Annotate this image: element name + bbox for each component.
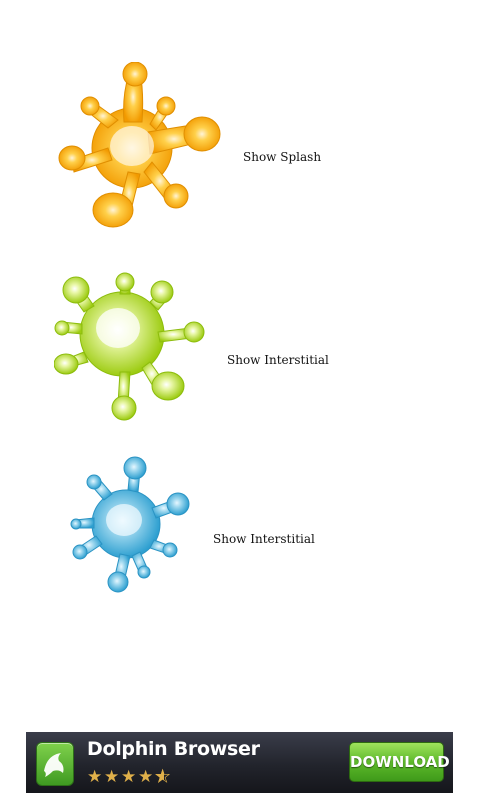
rating-stars: ★★★★★: [87, 767, 173, 787]
dolphin-app-icon: [36, 742, 74, 786]
green-splat-icon[interactable]: [54, 272, 208, 424]
blue-splat-icon[interactable]: [70, 456, 194, 598]
show-interstitial-button-2[interactable]: Show Interstitial: [213, 532, 315, 546]
half-star-icon: ★: [155, 768, 173, 787]
ad-title: Dolphin Browser: [87, 738, 260, 760]
ad-banner[interactable]: Dolphin Browser ★★★★★ DOWNLOAD: [26, 732, 453, 793]
star-icon: ★: [104, 767, 120, 787]
download-button[interactable]: DOWNLOAD: [349, 742, 450, 782]
star-icon: ★: [87, 767, 103, 787]
show-splash-button[interactable]: Show Splash: [243, 150, 322, 164]
orange-splat-icon[interactable]: [58, 62, 222, 228]
star-icon: ★: [121, 767, 137, 787]
star-icon: ★: [138, 767, 154, 787]
show-interstitial-button-1[interactable]: Show Interstitial: [227, 353, 329, 367]
